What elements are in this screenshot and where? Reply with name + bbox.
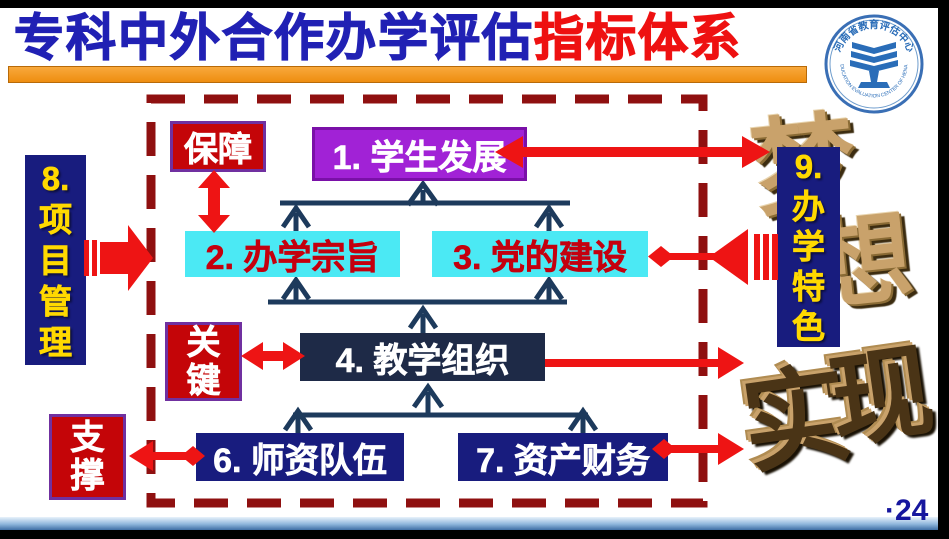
arrow-box4-shixian [545, 347, 744, 379]
label-box-guanjian: 关 键 [165, 322, 242, 401]
arrow-guanjian-box4 [241, 342, 305, 370]
title-underline-bar [8, 66, 807, 83]
red-arrows [84, 136, 778, 471]
indicator-box-9: 9. 办 学 特 色 [777, 147, 840, 347]
slide-canvas: 专科中外合作办学评估指标体系 梦 想 实 现 [0, 8, 940, 530]
indicator-box-2: 2. 办学宗旨 [185, 231, 400, 277]
label-box-baozhang: 保障 [170, 121, 266, 172]
diagram-connectors [146, 94, 708, 508]
education-evaluation-center-logo: 河南省教育评估中心 EDUCATION EVALUATION CENTER OF… [820, 8, 924, 114]
indicator-box-7: 7. 资产财务 [458, 433, 668, 481]
indicator-box-3: 3. 党的建设 [432, 231, 648, 277]
arrow-feature-box3 [648, 229, 778, 285]
indicator-box-8: 8. 项 目 管 理 [25, 155, 86, 365]
indicator-box-4: 4. 教学组织 [300, 333, 545, 381]
page-number: ·24 [885, 494, 929, 527]
arrow-box7-shixian [652, 433, 744, 465]
label-box-zhicheng: 支 撑 [49, 414, 126, 500]
title-red-part: 指标体系 [533, 9, 742, 66]
arrow-box1-feature [495, 136, 770, 168]
slide-bottom-edge [0, 517, 938, 530]
arrow-box6-zhicheng [129, 441, 205, 471]
arrow-box8-in [84, 225, 153, 291]
indicator-box-1: 1. 学生发展 [312, 127, 527, 181]
title-blue-part: 专科中外合作办学评估 [13, 9, 534, 66]
logo-emblem [850, 42, 898, 88]
indicator-box-6: 6. 师资队伍 [196, 433, 404, 481]
navy-arrows [280, 179, 599, 435]
arrow-baozhang-box2 [198, 170, 230, 233]
slide-title: 专科中外合作办学评估指标体系 [13, 8, 742, 68]
dashed-border [146, 94, 708, 508]
red-arrow-layer [84, 136, 778, 471]
